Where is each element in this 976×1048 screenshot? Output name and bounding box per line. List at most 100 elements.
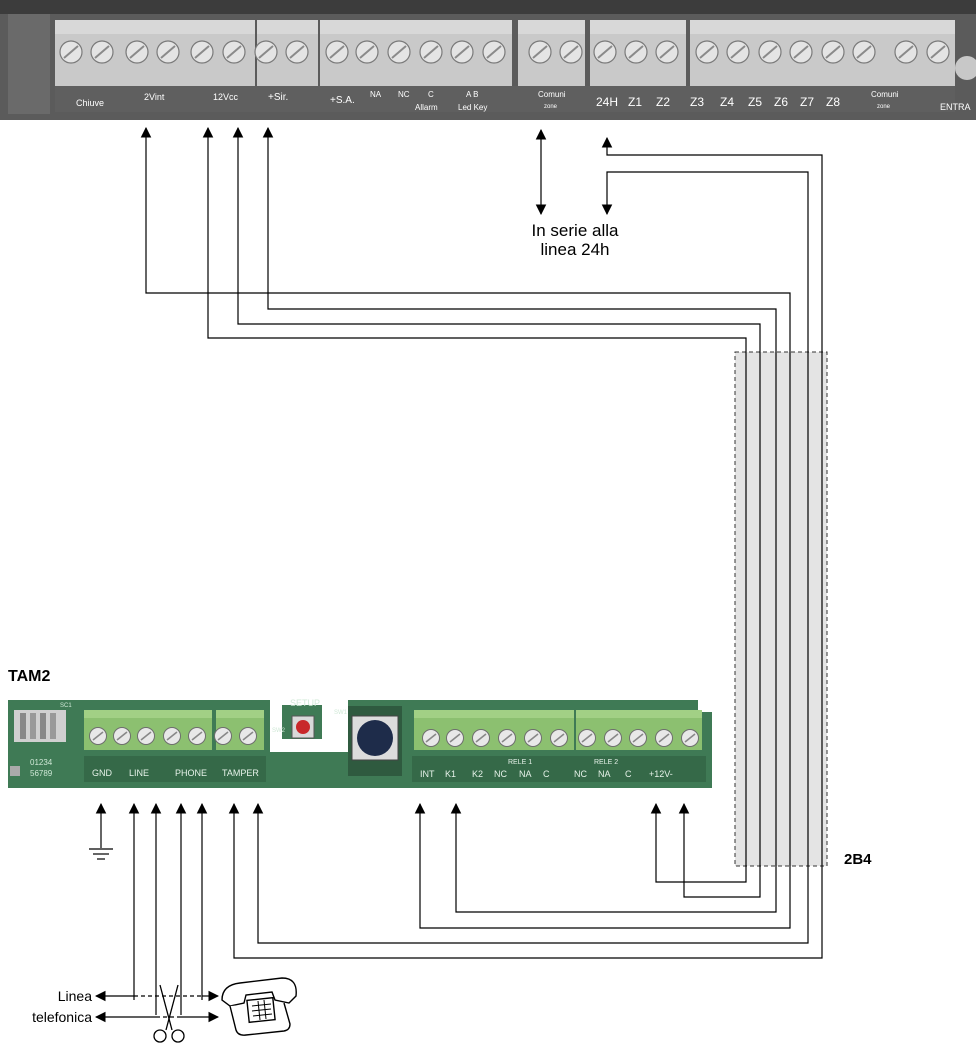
main-terminal-label: Comuni — [871, 90, 899, 99]
tam2-right-screws — [422, 729, 699, 747]
sw2-label: SW2 — [272, 728, 286, 734]
screw-slot — [94, 45, 110, 59]
screw-slot — [563, 45, 579, 59]
screw-slot — [449, 733, 461, 743]
tam2-terminal-label: K1 — [445, 769, 456, 779]
screw-slot — [684, 733, 696, 743]
annotation-line-2: linea 24h — [540, 240, 610, 259]
terminal-block-top — [518, 20, 585, 34]
tam2-terminal-label: NA — [519, 769, 532, 779]
wire-siren — [262, 126, 777, 866]
screw-slot — [699, 45, 715, 59]
screw-slot — [217, 731, 229, 741]
scissors-icon — [153, 984, 185, 1043]
screw-slot — [391, 45, 407, 59]
screw-slot — [632, 733, 644, 743]
cable-label: 2B4 — [844, 851, 872, 868]
screw-slot — [581, 733, 593, 743]
main-terminal-label: Z8 — [826, 95, 840, 109]
wire-12v-pos — [650, 802, 747, 883]
phone-line-label-1: Linea — [57, 988, 92, 1004]
terminal-block-top — [320, 20, 512, 34]
tam2-terminal-label: INT — [420, 769, 435, 779]
screw-slot — [501, 733, 513, 743]
setup-button-icon — [296, 720, 310, 734]
screw-slot — [160, 45, 176, 59]
screw-slot — [63, 45, 79, 59]
main-terminal-label: Z5 — [748, 95, 762, 109]
main-terminal-label: Z1 — [628, 95, 642, 109]
screw-slot — [191, 731, 203, 741]
tam2-terminal-label: TAMPER — [222, 768, 259, 778]
tam2-terminal-label: GND — [92, 768, 113, 778]
main-terminal-label: C — [428, 90, 434, 99]
screw-slot — [597, 45, 613, 59]
screw-slot — [423, 45, 439, 59]
setup-label: SETUP — [290, 698, 320, 708]
main-terminal-label: +Sir. — [268, 92, 288, 103]
screw-slot — [242, 731, 254, 741]
wire-12v-neg — [678, 802, 761, 898]
wire-24h-a — [601, 171, 809, 866]
screw-slot — [194, 45, 210, 59]
screw-slot — [658, 733, 670, 743]
screw-slot — [856, 45, 872, 59]
main-terminal-label: Z6 — [774, 95, 788, 109]
screw-slot — [898, 45, 914, 59]
screw-slot — [289, 45, 305, 59]
wire-24h-b — [601, 136, 823, 866]
screw-slot — [226, 45, 242, 59]
wire-12vint — [140, 126, 791, 866]
wire-12vcc-pos — [202, 126, 747, 866]
tam2-terminal-label: C — [543, 769, 550, 779]
phone-line-label-2: telefonica — [32, 1009, 92, 1025]
screw-slot — [486, 45, 502, 59]
annotation-line-1: In serie alla — [531, 221, 619, 240]
tam2-terminal-label: NA — [598, 769, 611, 779]
screw-slot — [659, 45, 675, 59]
main-terminal-label: A B — [466, 90, 478, 99]
tam2-terminal-label: C — [625, 769, 632, 779]
screw-slot — [475, 733, 487, 743]
main-terminal-label: ENTRA — [940, 102, 971, 112]
main-terminal-label: Z3 — [690, 95, 704, 109]
screw-slot — [329, 45, 345, 59]
main-terminal-label: +S.A. — [330, 95, 355, 106]
wire-tamper-a — [228, 802, 823, 959]
rele1-label: RELE 1 — [508, 759, 532, 766]
main-terminal-label: 2Vint — [144, 92, 165, 102]
screw-slot — [762, 45, 778, 59]
tam2-terminal-label: NC — [574, 769, 587, 779]
corner-screw-icon — [955, 56, 976, 80]
main-terminal-label: Z2 — [656, 95, 670, 109]
wire-12vcc-neg — [232, 126, 761, 866]
phone-line-label: Linea telefonica — [0, 986, 92, 1028]
sw1-label: SW1 — [334, 710, 348, 716]
tam2-left-screws — [89, 727, 257, 745]
tam2-terminal-label: K2 — [472, 769, 483, 779]
main-terminal-label: Comuni — [538, 90, 566, 99]
screw-slot — [607, 733, 619, 743]
wire-int — [414, 802, 791, 929]
main-terminal-label: 12Vcc — [213, 92, 239, 102]
tam2-terminal-label: +12V- — [649, 769, 673, 779]
dip-switch-icon — [20, 713, 56, 739]
main-terminal-label: Allarm — [415, 103, 438, 112]
main-terminal-label: zone — [877, 104, 891, 110]
screw-slot — [92, 731, 104, 741]
screw-slot — [359, 45, 375, 59]
dip-numbers-top: 01234 — [30, 758, 53, 767]
screw-slot — [140, 731, 152, 741]
main-terminal-label: NC — [398, 90, 410, 99]
main-terminal-label: Led Key — [458, 103, 487, 112]
screw-slot — [116, 731, 128, 741]
main-terminal-label: 24H — [596, 95, 618, 109]
main-terminal-label: Z4 — [720, 95, 734, 109]
screw-slot — [258, 45, 274, 59]
main-terminal-label: Z7 — [800, 95, 814, 109]
screw-slot — [532, 45, 548, 59]
